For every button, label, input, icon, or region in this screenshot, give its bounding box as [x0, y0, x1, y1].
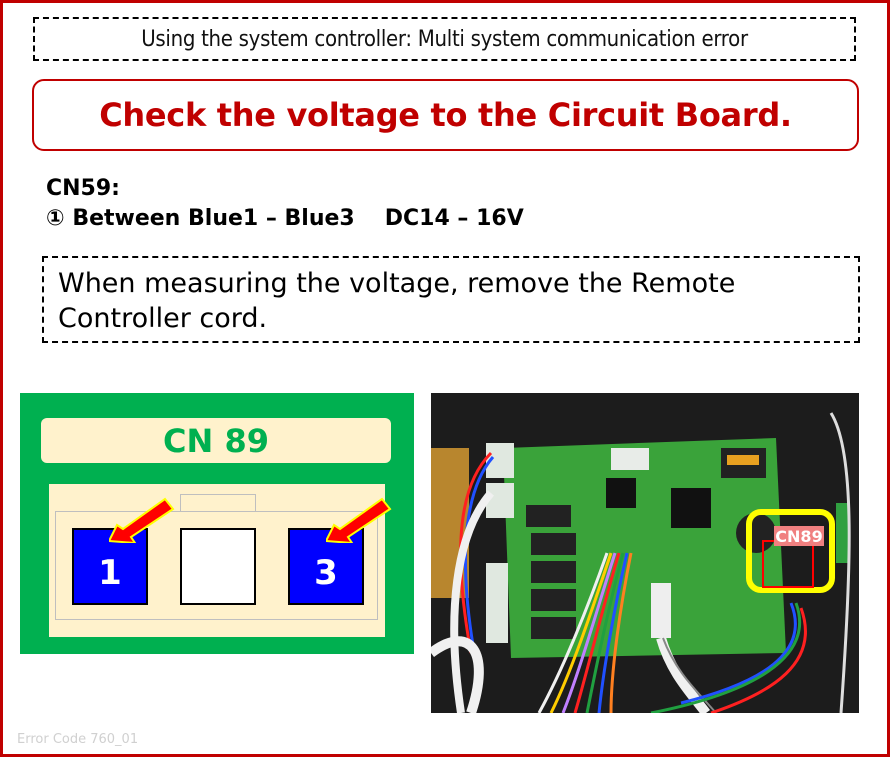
subtitle-text: Using the system controller: Multi syste… [141, 26, 748, 52]
measurement-between: Between Blue1 – Blue3 [72, 206, 355, 231]
arrow-pin-3-icon [326, 497, 392, 543]
arrow-pin-1-icon [109, 497, 175, 543]
measurement-value: DC14 – 16V [384, 206, 524, 231]
wire-bundle [537, 552, 633, 713]
cn89-callout-frame [746, 509, 835, 593]
connector-line: CN59: [46, 176, 120, 201]
connector-body: 1 3 [49, 484, 392, 637]
connector-label: CN 89 [41, 418, 391, 463]
connector-housing [55, 511, 378, 620]
measurement-line: ① Between Blue1 – Blue3 DC14 – 16V [46, 204, 524, 234]
pin-2 [180, 528, 256, 605]
measurement-spec: CN59: ① Between Blue1 – Blue3 DC14 – 16V [46, 174, 524, 234]
measurement-marker: ① [46, 206, 65, 231]
cn89-label: CN89 [775, 527, 822, 546]
title-box: Check the voltage to the Circuit Board. [32, 79, 859, 151]
note-box: When measuring the voltage, remove the R… [42, 256, 860, 343]
circuit-board-illustration: CN89 [431, 393, 859, 713]
subtitle-box: Using the system controller: Multi syste… [33, 17, 856, 61]
cn89-label-bg [774, 526, 824, 546]
connector-latch [180, 494, 256, 512]
white-wire-bundle [651, 583, 717, 713]
page-title: Check the voltage to the Circuit Board. [99, 96, 792, 134]
connector-diagram: CN 89 1 3 [20, 393, 414, 654]
error-code-footer: Error Code 760_01 [17, 732, 139, 747]
note-text: When measuring the voltage, remove the R… [58, 268, 736, 334]
circuit-board-photo: CN89 [431, 393, 859, 713]
